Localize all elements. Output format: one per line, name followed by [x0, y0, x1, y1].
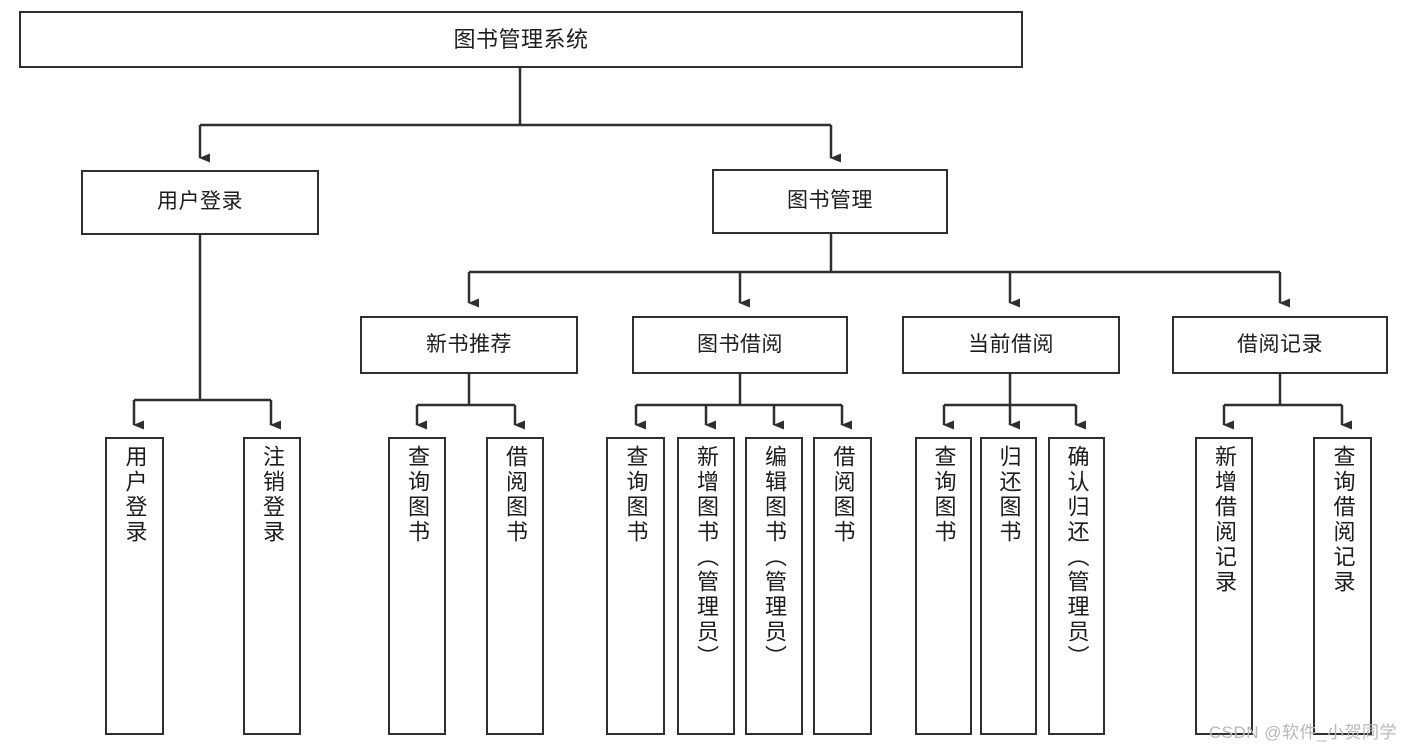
- node-label: 借阅图书: [503, 445, 528, 545]
- node-current-borrow[interactable]: 当前借阅: [902, 316, 1120, 374]
- node-label: 新书推荐: [426, 332, 512, 356]
- node-label: 注销登录: [260, 445, 285, 545]
- edge-book-borrow-to-leaves: [634, 374, 852, 430]
- node-book-borrow[interactable]: 图书借阅: [632, 316, 848, 374]
- node-leaf-logout[interactable]: 注销登录: [243, 437, 301, 735]
- node-label: 编辑图书（管理员）: [762, 445, 787, 670]
- node-label: 借阅图书: [830, 445, 856, 545]
- node-new-book-recommendation[interactable]: 新书推荐: [360, 316, 578, 374]
- edge-user-login-to-leaves: [132, 235, 281, 430]
- node-label: 图书借阅: [697, 332, 783, 356]
- node-leaf-query-borrow-record[interactable]: 查询借阅记录: [1313, 437, 1372, 735]
- node-leaf-query-book-current[interactable]: 查询图书: [915, 437, 972, 735]
- node-label: 新增借阅记录: [1212, 445, 1237, 595]
- node-label: 查询图书: [405, 445, 430, 545]
- node-leaf-add-book-admin[interactable]: 新增图书（管理员）: [677, 437, 735, 735]
- node-label: 图书管理: [787, 189, 873, 213]
- node-label: 新增图书（管理员）: [694, 445, 719, 670]
- node-leaf-confirm-return-admin[interactable]: 确认归还（管理员）: [1048, 437, 1105, 735]
- node-label: 查询借阅记录: [1330, 445, 1356, 595]
- node-label: 查询图书: [931, 445, 957, 545]
- node-user-login[interactable]: 用户登录: [81, 170, 319, 235]
- node-root-system[interactable]: 图书管理系统: [19, 11, 1023, 68]
- node-borrow-record[interactable]: 借阅记录: [1172, 316, 1388, 374]
- node-leaf-borrow-book-recommendation[interactable]: 借阅图书: [486, 437, 544, 735]
- node-leaf-add-borrow-record[interactable]: 新增借阅记录: [1195, 437, 1253, 735]
- node-leaf-query-book-recommendation[interactable]: 查询图书: [388, 437, 446, 735]
- node-label: 借阅记录: [1237, 332, 1323, 356]
- node-leaf-borrow-book-borrow[interactable]: 借阅图书: [813, 437, 872, 735]
- node-leaf-edit-book-admin[interactable]: 编辑图书（管理员）: [745, 437, 803, 735]
- node-label: 用户登录: [157, 190, 243, 214]
- edge-current-borrow-to-leaves: [942, 374, 1086, 430]
- node-label: 确认归还（管理员）: [1064, 445, 1090, 670]
- edge-borrow-record-to-leaves: [1222, 374, 1352, 430]
- edge-book-manage-to-level3: [467, 234, 1290, 308]
- watermark: CSDN @软件_小贺同学: [1208, 723, 1397, 742]
- node-leaf-return-book[interactable]: 归还图书: [980, 437, 1037, 735]
- node-label: 当前借阅: [968, 332, 1054, 356]
- node-label: 查询图书: [623, 445, 649, 545]
- edge-root-to-level2: [198, 68, 841, 163]
- node-book-management[interactable]: 图书管理: [712, 169, 948, 234]
- node-leaf-user-login[interactable]: 用户登录: [105, 437, 164, 735]
- edge-new-book-rec-to-leaves: [415, 374, 525, 430]
- node-label: 图书管理系统: [453, 26, 589, 52]
- node-label: 归还图书: [996, 445, 1022, 545]
- node-label: 用户登录: [122, 445, 148, 545]
- node-leaf-query-book-borrow[interactable]: 查询图书: [606, 437, 665, 735]
